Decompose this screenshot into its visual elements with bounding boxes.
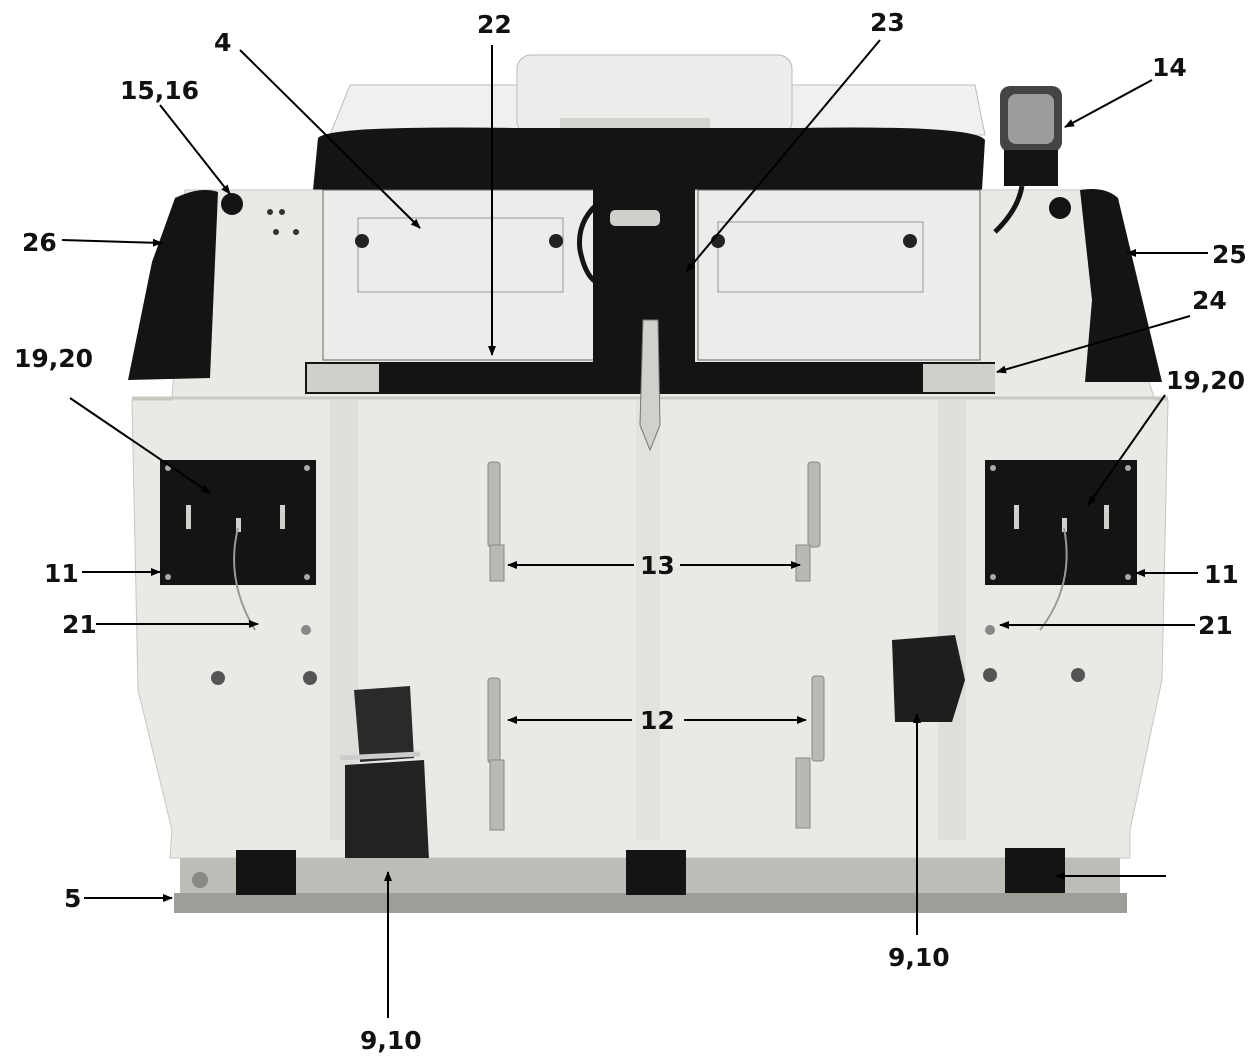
callout-24: 24 [1192, 286, 1227, 315]
left-top-knob [221, 193, 243, 215]
callout-22: 22 [477, 10, 512, 39]
lower-knobs [211, 668, 1085, 685]
callout-9-10-left: 9,10 [360, 1026, 422, 1055]
callout-25: 25 [1212, 240, 1247, 269]
callout-26: 26 [22, 228, 57, 257]
callout-23: 23 [870, 8, 905, 37]
callout-4: 4 [214, 28, 232, 57]
callout-21-right: 21 [1198, 611, 1233, 640]
beacon-light [993, 86, 1062, 234]
callout-9-10-right: 9,10 [888, 943, 950, 972]
callout-15-16: 15,16 [120, 76, 200, 105]
callout-19-20-right: 19,20 [1166, 366, 1246, 395]
left-side-handle [128, 190, 218, 380]
small-screws [267, 209, 299, 235]
callout-13: 13 [640, 551, 675, 580]
callout-14: 14 [1152, 53, 1187, 82]
callout-21-left: 21 [62, 610, 97, 639]
right-connector-panel [985, 460, 1137, 635]
callout-11-left: 11 [44, 559, 79, 588]
bottom-rail [174, 848, 1127, 913]
right-strap [892, 635, 965, 722]
right-side-handle [1080, 189, 1162, 382]
right-top-knob [1049, 197, 1071, 219]
left-strap [339, 686, 430, 884]
callout-19-20-left: 19,20 [14, 344, 94, 373]
mounting-brackets [487, 461, 825, 831]
leader-lines [61, 39, 1208, 1018]
top-canopy [313, 54, 986, 190]
callout-11-right: 11 [1204, 560, 1239, 589]
callout-5: 5 [64, 884, 82, 913]
upper-cover-plates [305, 168, 995, 452]
left-connector-panel [160, 460, 316, 635]
callout-12: 12 [640, 706, 675, 735]
